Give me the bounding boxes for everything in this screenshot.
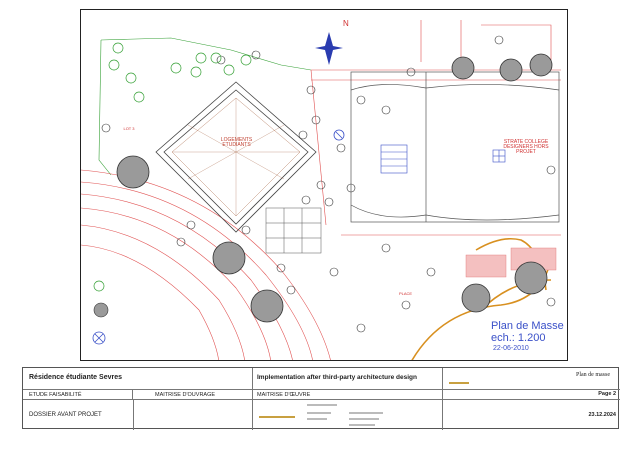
logements-label: LOGEMENTS ETUDIANTS <box>220 137 253 148</box>
page-cell: Page 2 <box>443 390 620 400</box>
architect-cell <box>253 400 443 430</box>
architect-logo-icon <box>259 404 295 418</box>
contact-line <box>307 404 337 406</box>
project-name: Résidence étudiante Sevres <box>29 374 122 381</box>
date-cell: 23.12.2024 <box>443 400 620 430</box>
trees <box>93 53 553 323</box>
page-number: Page 2 <box>598 391 616 397</box>
sheet-title-cell: Plan de masse <box>443 368 620 390</box>
subtitle-cell: Implementation after third-party archite… <box>253 368 469 390</box>
logo-mark-icon <box>449 370 469 384</box>
etude-label: ETUDE FAISABILITÉ <box>29 392 82 398</box>
sheet-title: Plan de masse <box>576 372 610 378</box>
maitrise-oeuvre-label: MAITRISE D'ŒUVRE <box>257 392 311 398</box>
dossier-label: DOSSIER AVANT PROJET <box>29 412 102 418</box>
site-plan-graphic: N <box>81 19 561 360</box>
maitrise-oeuvre-cell: MAITRISE D'ŒUVRE <box>253 390 443 400</box>
place-label: PLACE <box>398 291 413 296</box>
project-subtitle: Implementation after third-party archite… <box>257 374 418 381</box>
plots <box>265 207 322 254</box>
site-boundary <box>98 37 312 176</box>
vegetation <box>93 42 252 292</box>
issue-date: 23.12.2024 <box>588 412 616 418</box>
lot-label: LOT 3 <box>123 126 135 131</box>
site-plan-drawing: N <box>80 9 568 361</box>
maitrise-ouvrage-label: MAITRISE D'OUVRAGE <box>155 392 216 398</box>
strate-label: STRATE COLLEGE DESIGNERS HORS PROJET <box>503 139 549 155</box>
contact-line <box>349 412 383 414</box>
small-trees <box>101 35 556 333</box>
svg-text:N: N <box>343 19 349 28</box>
etude-cell: ETUDE FAISABILITÉ <box>23 390 133 400</box>
road-lines <box>81 20 561 360</box>
contact-line <box>307 412 331 414</box>
cell-divider <box>133 400 134 430</box>
contact-line <box>349 424 375 426</box>
plan-title-block: Plan de Masse ech.: 1.200 22-06-2010 <box>491 320 564 353</box>
title-block: Résidence étudiante Sevres Implementatio… <box>22 367 620 430</box>
project-cell: Résidence étudiante Sevres <box>23 368 253 390</box>
dossier-cell: DOSSIER AVANT PROJET <box>23 400 253 430</box>
plan-title: Plan de Masse <box>491 320 564 332</box>
stairs <box>380 144 506 174</box>
contact-line <box>307 418 327 420</box>
legend-cross-icon <box>92 129 345 345</box>
logements-building <box>155 81 317 233</box>
plan-date: 22-06-2010 <box>493 345 529 352</box>
plan-scale: ech.: 1.200 <box>491 332 546 344</box>
contact-line <box>349 418 379 420</box>
maitrise-ouvrage-cell: MAITRISE D'OUVRAGE <box>133 390 253 400</box>
north-arrow-icon: N <box>315 19 349 65</box>
